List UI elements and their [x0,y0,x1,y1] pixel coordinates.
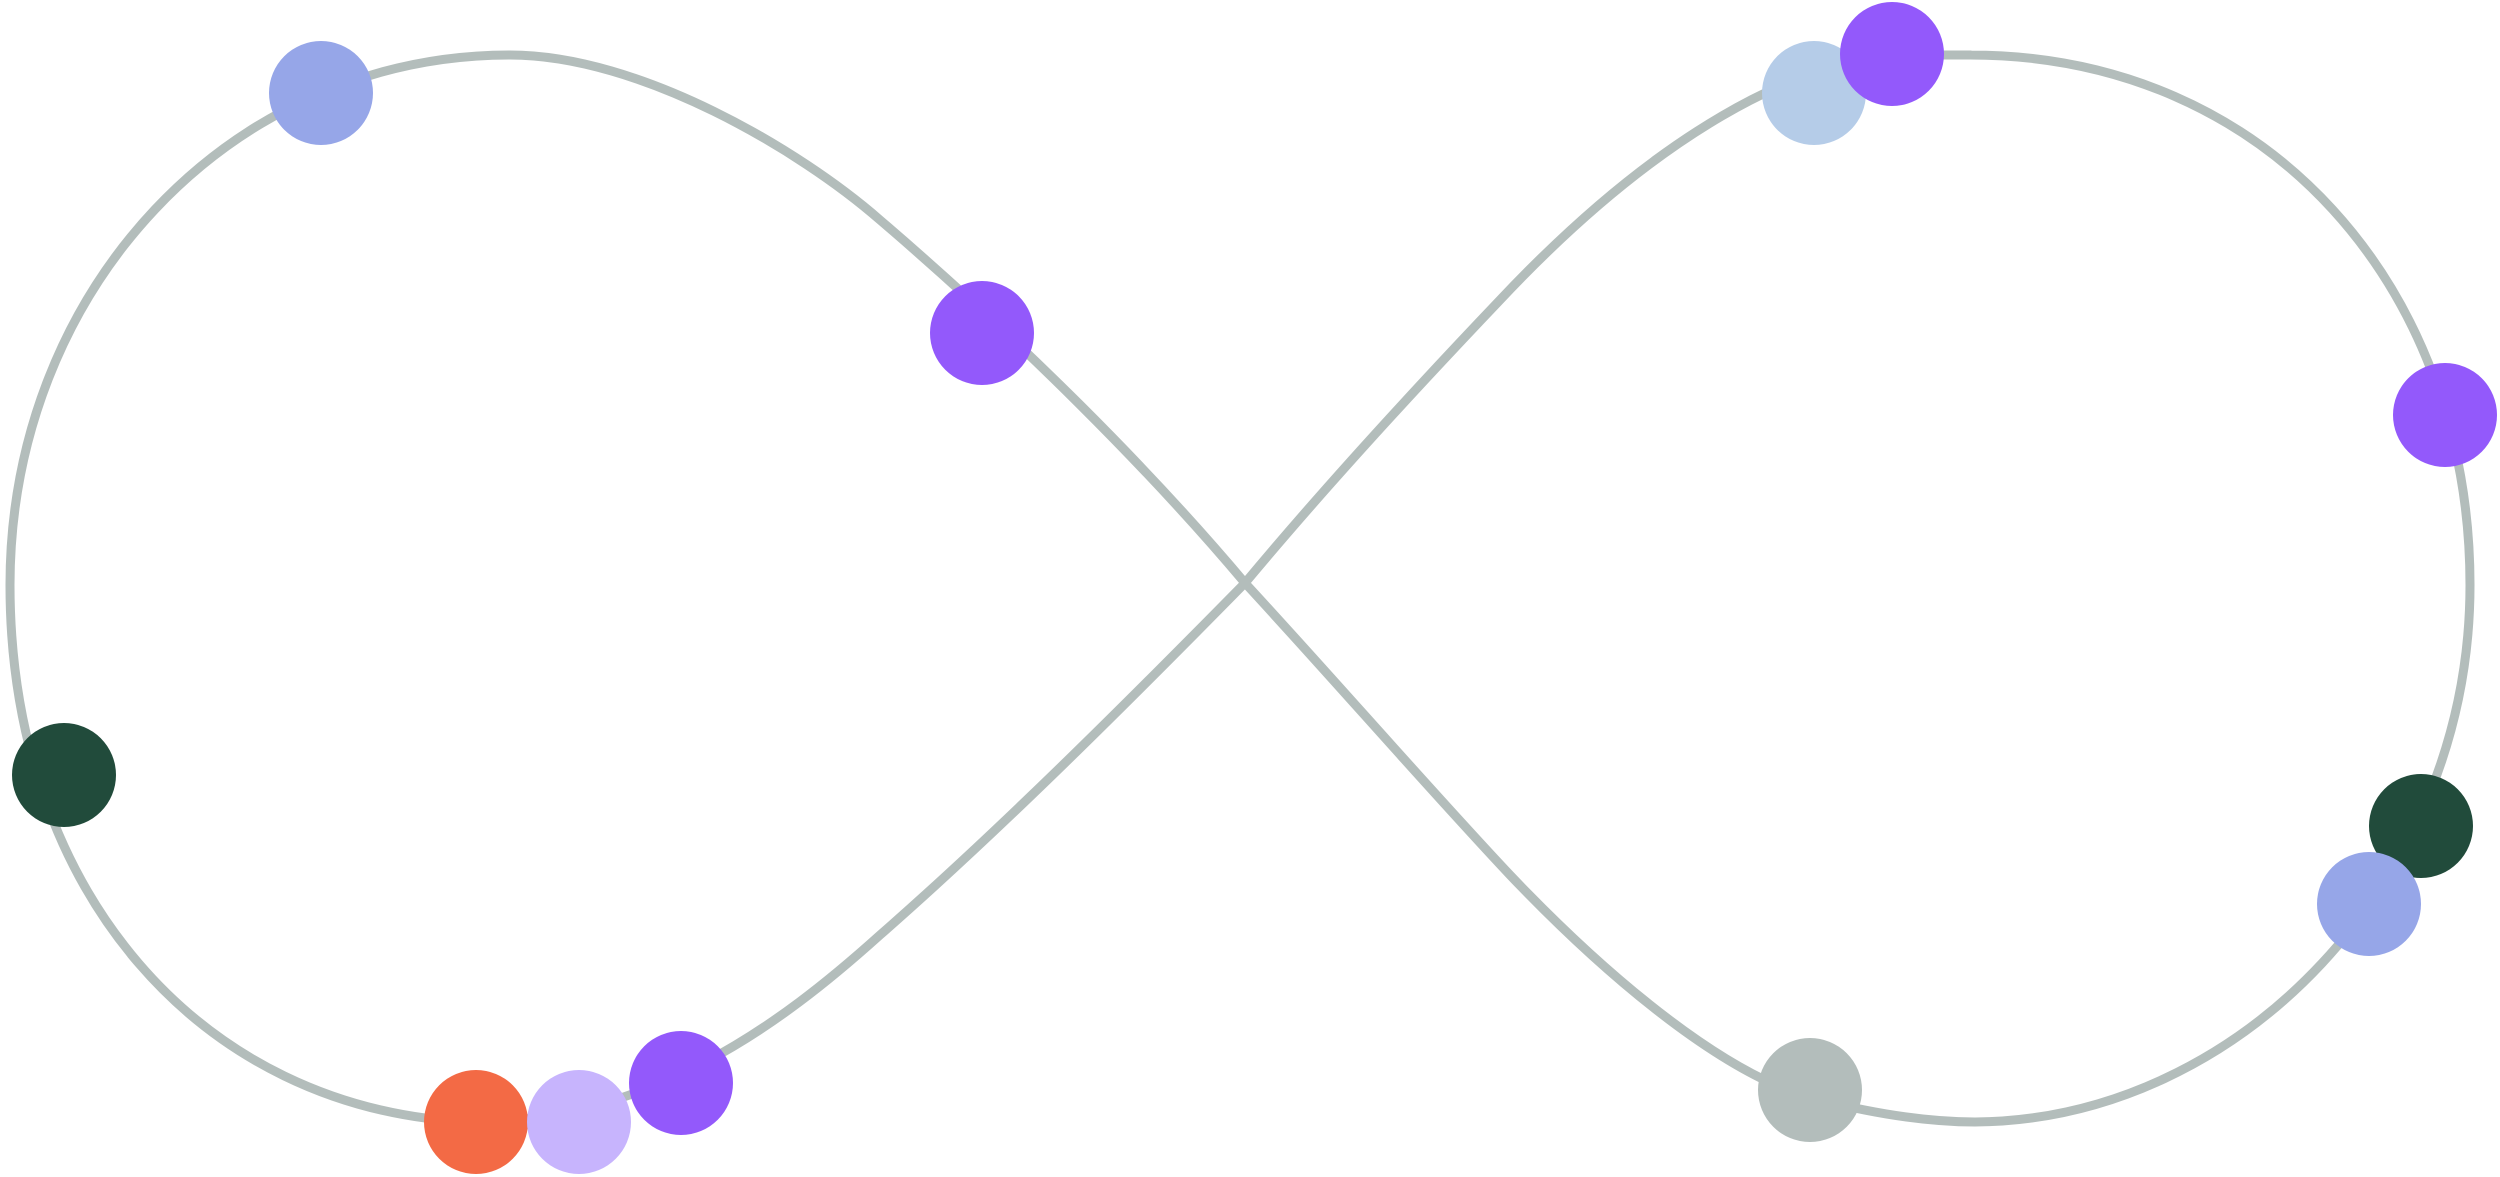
dots-layer [12,2,2497,1174]
dark-green-dot [12,723,116,827]
orange-dot [424,1070,528,1174]
dark-green-dot [2369,774,2473,878]
purple-dot [629,1031,733,1135]
periwinkle-dot [2317,852,2421,956]
lavender-dot [527,1070,631,1174]
light-blue-dot [1762,41,1866,145]
infinity-loop-path [5,50,2475,1127]
purple-dot [930,281,1034,385]
gray-dot [1758,1038,1862,1142]
purple-dot [2393,363,2497,467]
periwinkle-dot [269,41,373,145]
purple-dot [1840,2,1944,106]
